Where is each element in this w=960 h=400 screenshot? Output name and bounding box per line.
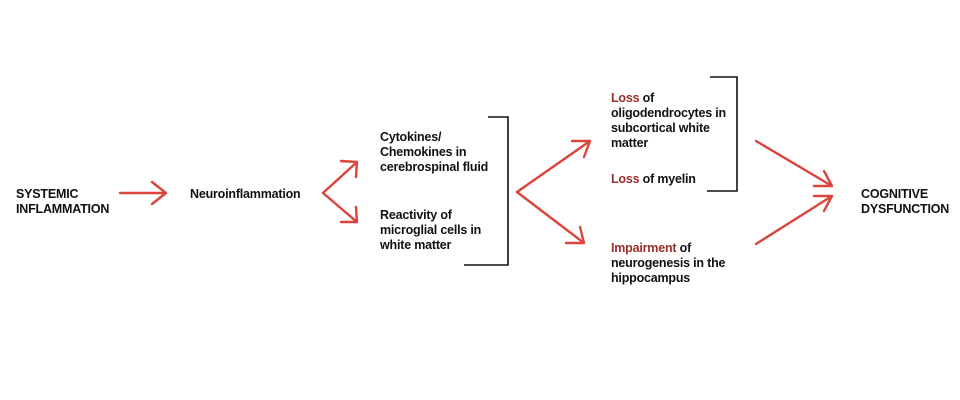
node-line: microglial cells in	[380, 223, 482, 237]
node-line: white matter	[380, 238, 452, 252]
arrow-systemic-to-neuro	[118, 180, 168, 206]
node-line: oligodendrocytes in	[611, 106, 726, 120]
keyword-loss: Loss	[611, 91, 640, 105]
keyword-loss: Loss	[611, 172, 640, 186]
node-line: SYSTEMIC	[16, 187, 79, 201]
node-line: Loss of	[611, 91, 726, 106]
node-line: neurogenesis in the	[611, 256, 726, 270]
node-line: Loss of myelin	[611, 172, 696, 187]
node-line: Neuroinflammation	[190, 187, 301, 201]
node-reactivity: Reactivity of microglial cells in white …	[380, 208, 481, 253]
node-text: of myelin	[639, 172, 696, 186]
node-line: DYSFUNCTION	[861, 202, 950, 216]
node-cytokines: Cytokines/ Chemokines in cerebrospinal f…	[380, 130, 488, 175]
node-line: matter	[611, 136, 649, 150]
node-line: hippocampus	[611, 271, 691, 285]
node-cognitive-dysfunction: COGNITIVE DYSFUNCTION	[861, 187, 949, 217]
node-line: cerebrospinal fluid	[380, 160, 489, 174]
node-line: Chemokines in	[380, 145, 467, 159]
node-text: of	[639, 91, 655, 105]
node-line: subcortical white	[611, 121, 710, 135]
arrow-impairment-to-cognitive	[754, 194, 834, 246]
node-neuroinflammation: Neuroinflammation	[190, 187, 301, 202]
node-line: COGNITIVE	[861, 187, 928, 201]
arrow-loss-to-cognitive	[754, 139, 834, 188]
node-systemic-inflammation: SYSTEMIC INFLAMMATION	[16, 187, 109, 217]
arrow-to-impairment	[515, 190, 586, 245]
node-text: of	[676, 241, 692, 255]
arrow-neuro-to-reactivity	[321, 191, 359, 224]
node-line: Reactivity of	[380, 208, 452, 222]
node-line: Impairment of	[611, 241, 725, 256]
node-loss-oligodendrocytes: Loss of oligodendrocytes in subcortical …	[611, 91, 726, 151]
arrow-neuro-to-cytokines	[321, 159, 359, 195]
keyword-impairment: Impairment	[611, 241, 677, 255]
arrow-to-loss-group	[515, 139, 592, 194]
node-loss-myelin: Loss of myelin	[611, 172, 696, 187]
node-impairment: Impairment of neurogenesis in the hippoc…	[611, 241, 725, 286]
bracket-group-one	[464, 116, 509, 266]
node-line: Cytokines/	[380, 130, 442, 144]
bracket-group-two	[707, 76, 738, 192]
node-line: INFLAMMATION	[16, 202, 110, 216]
